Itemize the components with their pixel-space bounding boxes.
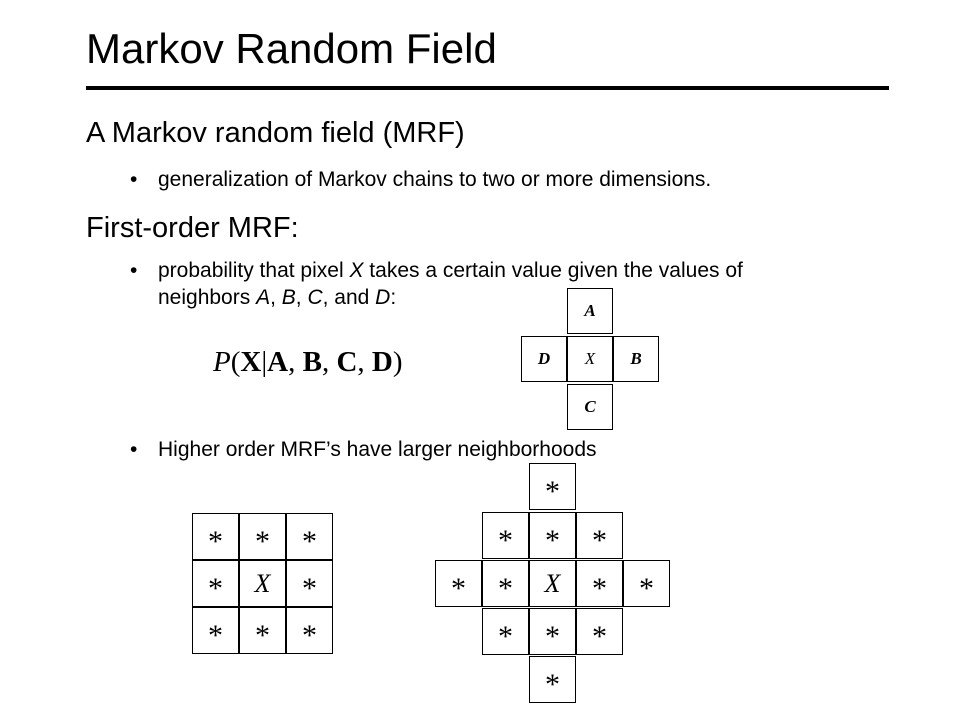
bullet-text: generalization of Markov chains to two o… [158, 168, 712, 191]
slide-title: Markov Random Field [86, 25, 497, 72]
neighbor-cell: * [576, 512, 623, 559]
bullet-generalization: • generalization of Markov chains to two… [130, 166, 711, 193]
bullet-probability: • probability that pixel X takes a certa… [130, 257, 830, 311]
probability-formula: P(X|A, B, C, D) [213, 346, 403, 378]
neighbor-cell: * [482, 512, 529, 559]
center-cell-x: X [529, 560, 576, 607]
neighbor-cell: * [239, 607, 286, 654]
neighbor-cell-a: A [567, 288, 613, 334]
neighbor-cell: * [576, 608, 623, 655]
title-underline [86, 86, 889, 90]
neighbor-cell: * [529, 512, 576, 559]
neighbor-cell: * [529, 608, 576, 655]
bullet-text: probability that pixel X takes a certain… [158, 259, 743, 309]
neighbor-cell: * [576, 560, 623, 607]
center-cell-x: X [239, 560, 286, 607]
neighbor-cell-d: D [521, 336, 567, 382]
neighbor-cell: * [623, 560, 670, 607]
bullet-dot: • [130, 259, 138, 282]
neighbor-cell: * [286, 560, 333, 607]
neighbor-cell: * [239, 513, 286, 560]
bullet-text: Higher order MRF’s have larger neighborh… [158, 438, 597, 461]
neighbor-cell: * [192, 560, 239, 607]
neighbor-cell: * [192, 513, 239, 560]
heading-mrf: A Markov random field (MRF) [86, 117, 465, 149]
bullet-dot: • [130, 168, 138, 191]
neighbor-cell: * [482, 608, 529, 655]
neighbor-cell: * [192, 607, 239, 654]
bullet-higher-order: • Higher order MRF’s have larger neighbo… [130, 436, 597, 463]
neighbor-cell: * [435, 560, 482, 607]
neighbor-cell: * [286, 607, 333, 654]
neighbor-cell: * [529, 656, 576, 703]
neighbor-cell: * [482, 560, 529, 607]
bullet-dot: • [130, 438, 138, 461]
heading-first-order: First-order MRF: [86, 212, 299, 244]
neighbor-cell: * [529, 463, 576, 510]
neighbor-cell-c: C [567, 384, 613, 430]
center-cell-x: X [567, 336, 613, 382]
neighbor-cell: * [286, 513, 333, 560]
neighbor-cell-b: B [613, 336, 659, 382]
